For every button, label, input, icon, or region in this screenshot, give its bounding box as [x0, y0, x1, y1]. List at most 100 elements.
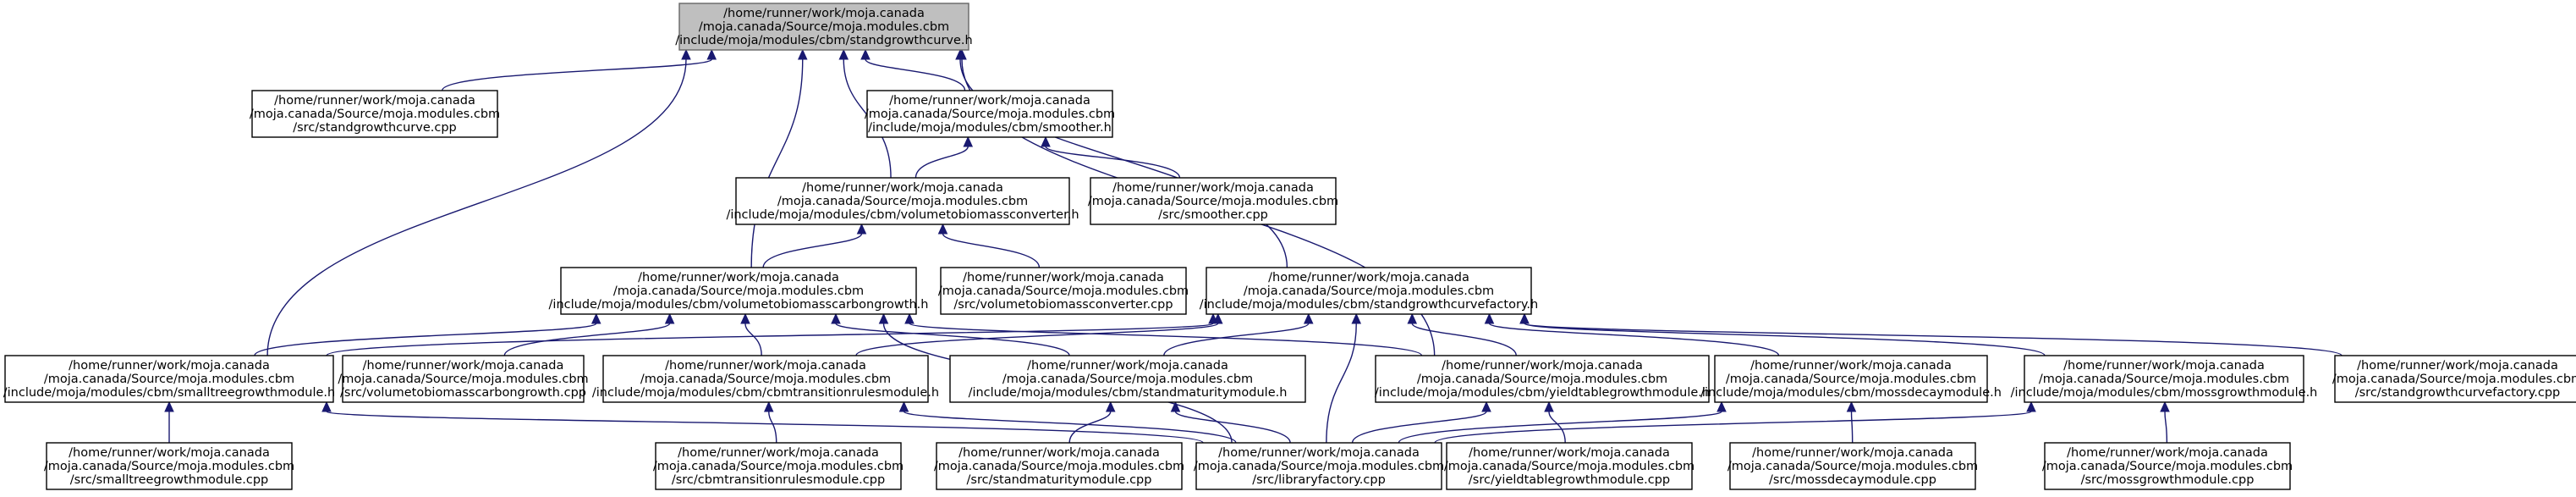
node-label-line: /home/runner/work/moja.canada — [1268, 271, 1469, 284]
edge-ytg-h-to-vbcg-h — [909, 323, 1423, 356]
file-node-vbc-h[interactable]: /home/runner/work/moja.canada/moja.canad… — [726, 177, 1079, 225]
edge-arrowhead — [878, 312, 889, 324]
node-label-line: /home/runner/work/moja.canada — [723, 7, 925, 20]
node-label-line: /include/moja/modules/cbm/smalltreegrowt… — [3, 386, 335, 400]
edge-smm-h-to-sgcf-h — [1163, 323, 1310, 356]
node-label-line: /moja.canada/Source/moja.modules.cbm — [1244, 284, 1494, 298]
node-box — [655, 442, 902, 490]
edge-arrowhead — [1303, 312, 1314, 324]
file-node-mgm-h[interactable]: /home/runner/work/moja.canada/moja.canad… — [2011, 355, 2318, 403]
edge-arrowhead — [1846, 400, 1857, 412]
edge-arrowhead — [856, 223, 867, 235]
file-node-vbcg-h[interactable]: /home/runner/work/moja.canada/moja.canad… — [549, 267, 929, 315]
edge-arrowhead — [1519, 312, 1530, 324]
edge-arrowhead — [763, 400, 774, 412]
edge-arrowhead — [664, 312, 675, 324]
node-label-line: /src/volumetobiomassconverter.cpp — [953, 298, 1173, 312]
edge-mgm-h-to-sgcf-h — [1524, 323, 2046, 356]
file-node-standgrowthcurve-h[interactable]: /home/runner/work/moja.canada/moja.canad… — [675, 3, 973, 51]
node-label-line: /moja.canada/Source/moja.modules.cbm — [2039, 373, 2289, 386]
file-node-ytg-cpp[interactable]: /home/runner/work/moja.canada/moja.canad… — [1444, 442, 1694, 490]
edge-arrowhead — [1407, 312, 1418, 324]
edge-arrowhead — [963, 135, 974, 147]
file-node-smoother-cpp[interactable]: /home/runner/work/moja.canada/moja.canad… — [1088, 177, 1338, 225]
node-label-line: /src/cbmtransitionrulesmodule.cpp — [672, 473, 885, 487]
node-label-line: /include/moja/modules/cbm/mossgrowthmodu… — [2011, 386, 2318, 400]
file-node-ctr-h[interactable]: /home/runner/work/moja.canada/moja.canad… — [592, 355, 939, 403]
edge-lib-cpp-to-smm-h — [1174, 411, 1291, 444]
file-node-sgcf-cpp[interactable]: /home/runner/work/moja.canada/moja.canad… — [2332, 355, 2576, 403]
node-label-line: /src/standmaturitymodule.cpp — [967, 473, 1152, 487]
node-label-line: /moja.canada/Source/moja.modules.cbm — [938, 284, 1189, 298]
node-label-line: /include/moja/modules/cbm/smoother.h — [868, 121, 1112, 135]
node-label-line: /moja.canada/Source/moja.modules.cbm — [865, 108, 1115, 121]
node-label-line: /home/runner/work/moja.canada — [1750, 359, 1952, 373]
edge-ctr-h-to-vbcg-h — [744, 323, 762, 356]
edge-smm-cpp-to-smm-h — [1068, 411, 1112, 444]
file-node-mdm-cpp[interactable]: /home/runner/work/moja.canada/moja.canad… — [1727, 442, 1978, 490]
edge-arrowhead — [2026, 400, 2036, 412]
edge-vbc-h-to-smoother-h — [915, 146, 969, 179]
edge-ctr-h-to-sgcf-h — [855, 323, 1219, 356]
node-label-line: /moja.canada/Source/moja.modules.cbm — [613, 284, 864, 298]
edge-arrowhead — [957, 48, 967, 60]
edge-arrowhead — [2160, 400, 2170, 412]
file-node-smoother-h[interactable]: /home/runner/work/moja.canada/moja.canad… — [865, 90, 1115, 138]
edge-smm-h-to-vbcg-h — [835, 323, 1070, 356]
file-node-stgm-cpp[interactable]: /home/runner/work/moja.canada/moja.canad… — [44, 442, 294, 490]
file-node-standgrowthcurve-cpp[interactable]: /home/runner/work/moja.canada/moja.canad… — [250, 90, 500, 138]
file-node-mdm-h[interactable]: /home/runner/work/moja.canada/moja.canad… — [1700, 355, 2002, 403]
node-label-line: /src/mossdecaymodule.cpp — [1769, 473, 1936, 487]
node-label-line: /moja.canada/Source/moja.modules.cbm — [1002, 373, 1253, 386]
edge-arrowhead — [1170, 400, 1181, 412]
file-node-smm-cpp[interactable]: /home/runner/work/moja.canada/moja.canad… — [934, 442, 1184, 490]
file-node-sgcf-h[interactable]: /home/runner/work/moja.canada/moja.canad… — [1200, 267, 1538, 315]
node-label-line: /home/runner/work/moja.canada — [69, 359, 270, 373]
edge-arrowhead — [904, 312, 915, 324]
node-label-line: /include/moja/modules/cbm/mossdecaymodul… — [1700, 386, 2002, 400]
file-node-lib-cpp[interactable]: /home/runner/work/moja.canada/moja.canad… — [1194, 442, 1444, 490]
node-label-line: /home/runner/work/moja.canada — [665, 359, 866, 373]
node-label-line: /home/runner/work/moja.canada — [638, 271, 839, 284]
edge-arrowhead — [321, 400, 332, 412]
node-label-line: /moja.canada/Source/moja.modules.cbm — [934, 460, 1184, 473]
edge-arrowhead — [1212, 312, 1223, 324]
edge-arrowhead — [838, 48, 849, 60]
node-box — [251, 90, 498, 138]
edge-arrowhead — [1481, 400, 1491, 412]
file-node-ytg-h[interactable]: /home/runner/work/moja.canada/moja.canad… — [1375, 355, 1710, 403]
edge-lib-cpp-to-mdm-h — [1398, 411, 1722, 444]
node-label-line: /moja.canada/Source/moja.modules.cbm — [653, 460, 904, 473]
file-node-stgm-h[interactable]: /home/runner/work/moja.canada/moja.canad… — [3, 355, 335, 403]
node-label-line: /moja.canada/Source/moja.modules.cbm — [640, 373, 891, 386]
node-label-line: /home/runner/work/moja.canada — [889, 94, 1090, 108]
node-box — [949, 355, 1306, 403]
edge-arrowhead — [590, 312, 601, 324]
edge-arrowhead — [937, 223, 948, 235]
node-box — [342, 355, 585, 403]
file-node-mgm-cpp[interactable]: /home/runner/work/moja.canada/moja.canad… — [2042, 442, 2293, 490]
node-box — [1206, 267, 1532, 315]
node-box — [4, 355, 334, 403]
node-label-line: /moja.canada/Source/moja.modules.cbm — [44, 460, 294, 473]
node-label-line: /moja.canada/Source/moja.modules.cbm — [338, 373, 588, 386]
node-label-line: /include/moja/modules/cbm/volumetobiomas… — [726, 208, 1079, 222]
node-box — [735, 177, 1070, 225]
file-node-smm-h[interactable]: /home/runner/work/moja.canada/moja.canad… — [949, 355, 1306, 403]
edge-sgcf-cpp-to-sgcf-h — [1524, 323, 2343, 356]
node-label-line: /moja.canada/Source/moja.modules.cbm — [44, 373, 294, 386]
file-node-vbcg-cpp[interactable]: /home/runner/work/moja.canada/moja.canad… — [338, 355, 589, 403]
node-label-line: /include/moja/modules/cbm/cbmtransitionr… — [592, 386, 939, 400]
file-node-ctr-cpp[interactable]: /home/runner/work/moja.canada/moja.canad… — [653, 442, 904, 490]
edge-vbc-cpp-to-vbc-h — [942, 233, 1041, 268]
node-label-line: /home/runner/work/moja.canada — [1027, 359, 1228, 373]
node-box — [46, 442, 293, 490]
edge-lib-cpp-to-ctr-h — [903, 411, 1237, 444]
node-label-line: /include/moja/modules/cbm/volumetobiomas… — [549, 298, 929, 312]
node-label-line: /home/runner/work/moja.canada — [1112, 181, 1314, 195]
file-node-vbc-cpp[interactable]: /home/runner/work/moja.canada/moja.canad… — [938, 267, 1189, 315]
node-label-line: /home/runner/work/moja.canada — [1218, 446, 1420, 460]
node-label-line: /home/runner/work/moja.canada — [802, 181, 1003, 195]
edge-arrowhead — [740, 312, 750, 324]
